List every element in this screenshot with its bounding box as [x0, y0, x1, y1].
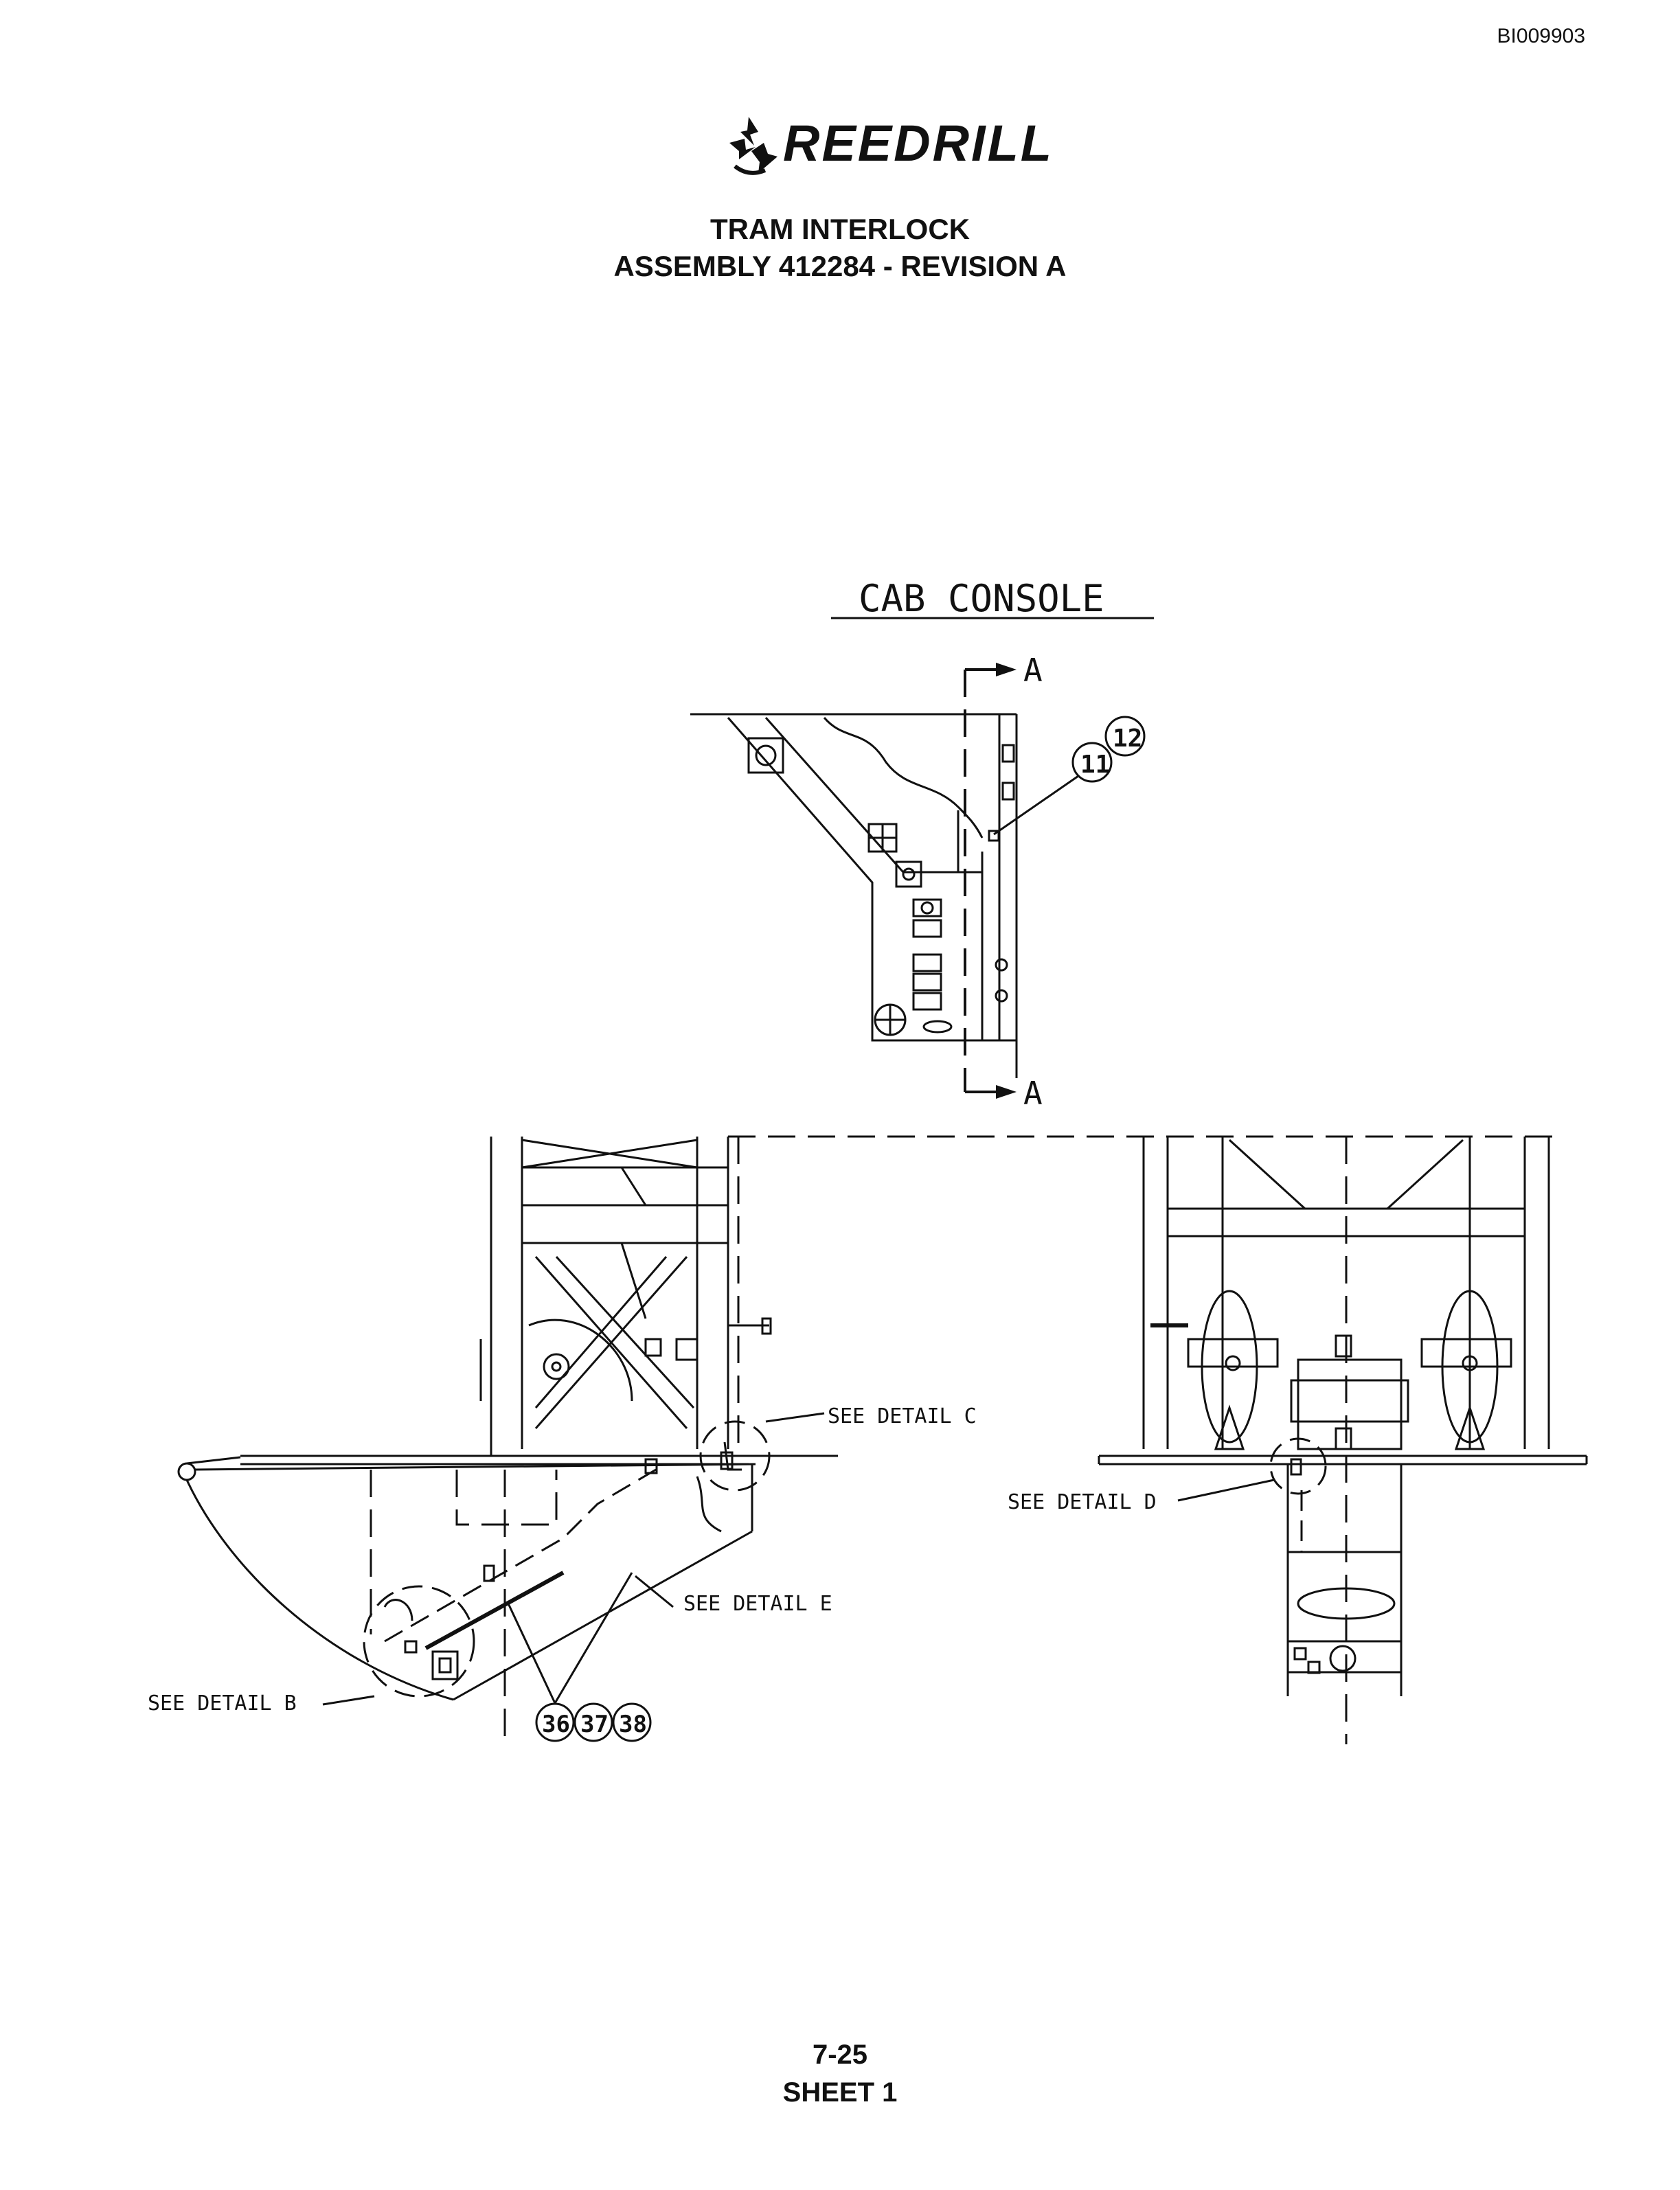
callout-11: 11: [1071, 742, 1113, 783]
label-detail-d: SEE DETAIL D: [1008, 1490, 1157, 1514]
sheet-number: SHEET 1: [782, 2077, 898, 2108]
callout-36: 36: [535, 1702, 575, 1742]
document-title: TRAM INTERLOCK: [710, 213, 970, 245]
callout-38: 38: [612, 1702, 652, 1742]
callout-12-label: 12: [1113, 725, 1142, 753]
brand-name: REEDRILL: [783, 115, 1054, 172]
section-mark-bottom: A: [1023, 1075, 1043, 1112]
cab-console-view: CAB CONSOLE A A: [690, 577, 1154, 1112]
callout-37-label: 37: [580, 1711, 609, 1738]
callout-38-label: 38: [619, 1711, 647, 1738]
label-detail-c: SEE DETAIL C: [828, 1404, 977, 1428]
view-title: CAB CONSOLE: [859, 577, 1104, 620]
drill-bit-logo-icon: [729, 117, 777, 175]
document-id: BI009903: [1497, 25, 1585, 47]
callout-36-label: 36: [542, 1711, 570, 1738]
label-detail-e: SEE DETAIL E: [683, 1592, 832, 1616]
section-mark-top: A: [1023, 652, 1043, 689]
callout-11-label: 11: [1080, 751, 1110, 779]
front-view: SEE DETAIL D: [1008, 1137, 1588, 1744]
brand-logo: REEDRILL: [714, 111, 1058, 180]
callout-12: 12: [1104, 716, 1146, 757]
callout-37: 37: [574, 1702, 613, 1742]
side-view: SEE DETAIL C SEE DETAIL E SEE DETAIL B 3…: [148, 1137, 977, 1744]
label-detail-b: SEE DETAIL B: [148, 1691, 297, 1715]
document-subtitle: ASSEMBLY 412284 - REVISION A: [613, 250, 1067, 282]
page-number: 7-25: [812, 2040, 868, 2070]
